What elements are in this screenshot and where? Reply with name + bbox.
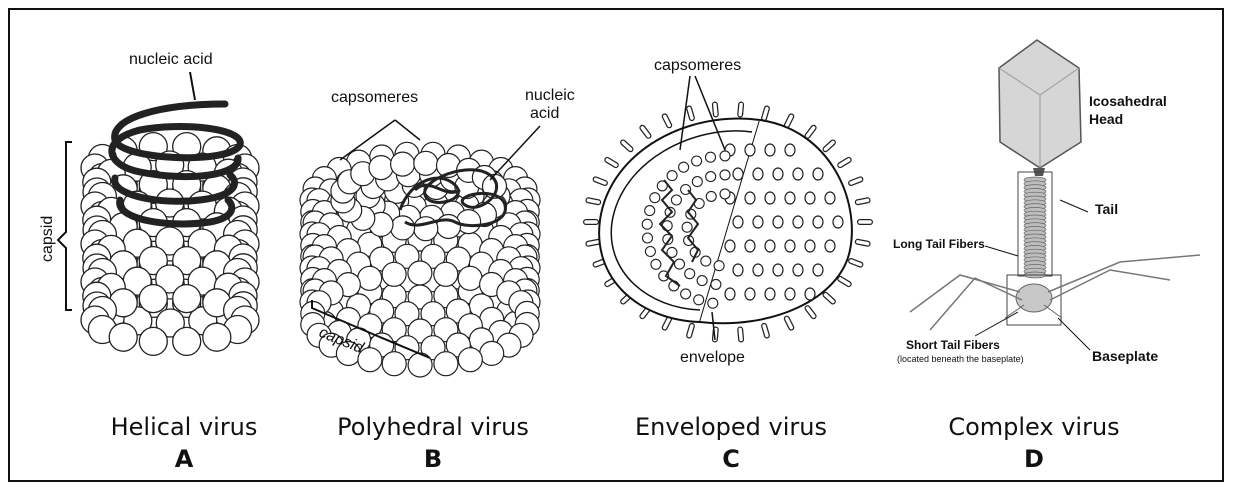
polyhedral-virus-illustration: capsomeres nucleic acid capsid — [300, 87, 575, 377]
phage-tail-sheath — [1024, 177, 1046, 278]
polyhedral-nucleic-label-line2: acid — [530, 105, 559, 122]
caption-helical-letter: A — [64, 444, 304, 474]
enveloped-virus-illustration: capsomeres envelope — [586, 57, 870, 366]
caption-polyhedral-letter: B — [313, 444, 553, 474]
helical-capsid-brace — [58, 142, 72, 310]
short-fibers-pointer — [975, 312, 1018, 336]
long-tail-fibers — [910, 255, 1200, 330]
long-tail-fibers-label: Long Tail Fibers — [893, 237, 985, 251]
icosahedral-head-label-line1: Icosahedral — [1089, 93, 1167, 109]
caption-polyhedral: Polyhedral virus B — [313, 412, 553, 474]
baseplate-label: Baseplate — [1092, 348, 1158, 364]
baseplate — [1016, 284, 1052, 312]
enveloped-envelope-label: envelope — [680, 349, 745, 366]
baseplate-pointer — [1058, 318, 1090, 350]
long-fibers-pointer — [985, 246, 1018, 256]
polyhedral-nucleic-label-line1: nucleic — [525, 87, 575, 104]
short-tail-fibers-note: (located beneath the baseplate) — [897, 354, 1024, 364]
helical-nucleic-acid-pointer — [190, 72, 195, 100]
caption-polyhedral-name: Polyhedral virus — [313, 412, 553, 442]
enveloped-capsomeres-label: capsomeres — [654, 57, 741, 74]
polyhedral-capsomeres-label: capsomeres — [331, 89, 418, 106]
virus-diagrams: nucleic acid capsid capsomeres nucleic a… — [0, 0, 1236, 400]
complex-virus-illustration: Icosahedral Head Tail Long Tail Fibers S… — [893, 40, 1200, 364]
tail-pointer — [1060, 200, 1088, 212]
helical-capsid-label: capsid — [39, 216, 56, 262]
caption-helical: Helical virus A — [64, 412, 304, 474]
caption-enveloped-name: Enveloped virus — [611, 412, 851, 442]
caption-complex-name: Complex virus — [914, 412, 1154, 442]
helical-virus-illustration: nucleic acid capsid — [39, 51, 259, 355]
caption-enveloped-letter: C — [611, 444, 851, 474]
tail-label: Tail — [1095, 201, 1118, 217]
caption-enveloped: Enveloped virus C — [611, 412, 851, 474]
caption-complex: Complex virus D — [914, 412, 1154, 474]
caption-complex-letter: D — [914, 444, 1154, 474]
caption-helical-name: Helical virus — [64, 412, 304, 442]
icosahedral-head-label-line2: Head — [1089, 111, 1123, 127]
short-tail-fibers-label: Short Tail Fibers — [906, 338, 1000, 352]
helical-nucleic-acid-label: nucleic acid — [129, 51, 213, 68]
